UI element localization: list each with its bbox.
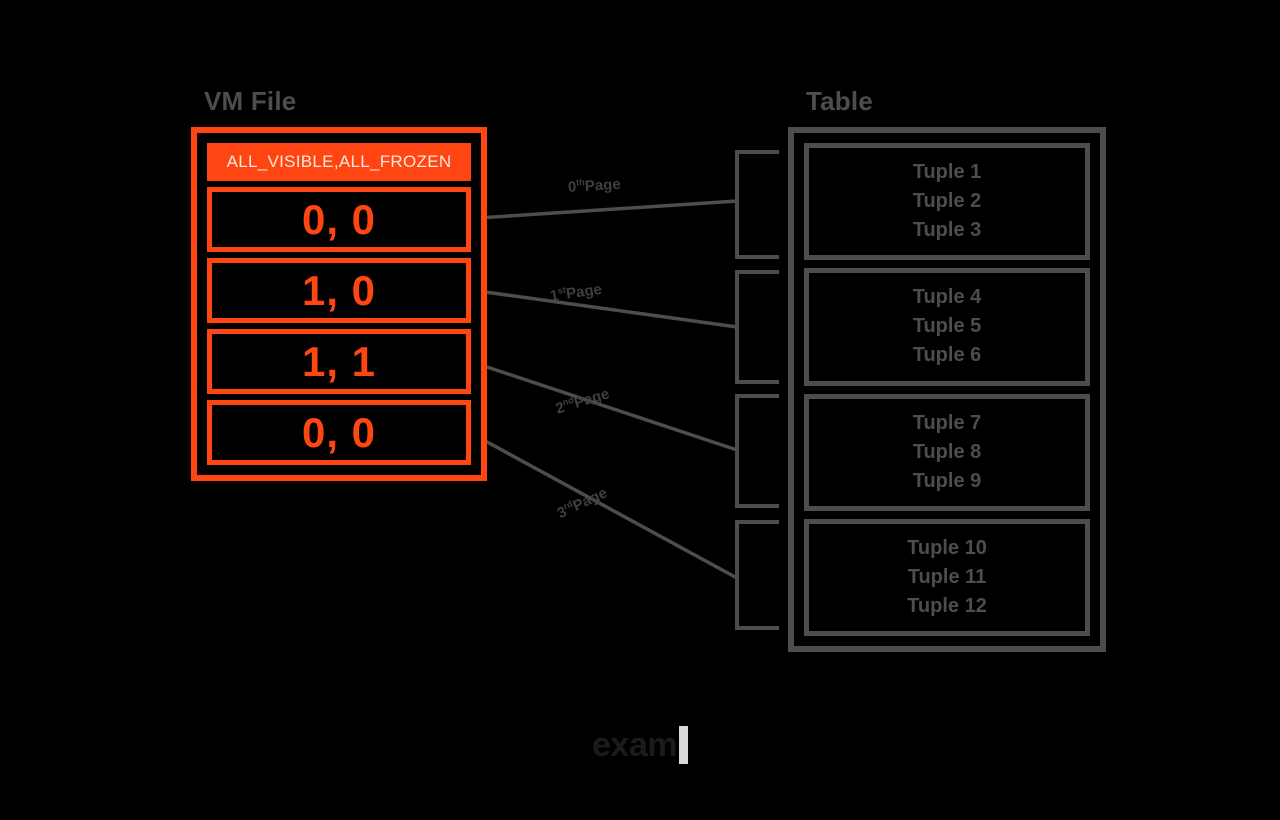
- page-label-3-word: Page: [570, 484, 611, 515]
- tuple-item: Tuple 3: [912, 219, 982, 242]
- page-label-2-word: Page: [572, 385, 612, 412]
- connector-line-2: [476, 360, 738, 452]
- brace-page-1: [735, 270, 779, 384]
- table-page-0: Tuple 1 Tuple 2 Tuple 3: [804, 143, 1090, 261]
- vm-file-inner: ALL_VISIBLE,ALL_FROZEN 0, 0 1, 0 1, 1 0,…: [207, 143, 471, 465]
- vm-row-0: 0, 0: [207, 187, 471, 252]
- tuple-item: Tuple 12: [907, 594, 987, 617]
- brace-page-3: [735, 520, 779, 630]
- connector-line-3: [476, 433, 738, 580]
- table-title: Table: [806, 86, 873, 116]
- vm-file-header: ALL_VISIBLE,ALL_FROZEN: [207, 143, 471, 181]
- brace-page-0: [735, 150, 779, 259]
- page-label-1: 1stPage: [549, 280, 603, 305]
- page-label-2: 2ndPage: [553, 384, 612, 417]
- connector-line-0: [477, 199, 738, 222]
- tuple-item: Tuple 1: [912, 161, 982, 184]
- page-label-3: 3rdPage: [554, 483, 610, 522]
- text-cursor: [678, 726, 688, 764]
- vm-file-title: VM File: [204, 86, 297, 116]
- vm-file-box: ALL_VISIBLE,ALL_FROZEN 0, 0 1, 0 1, 1 0,…: [191, 127, 487, 481]
- caption-text: exam: [592, 726, 677, 764]
- vm-row-2: 1, 1: [207, 329, 471, 394]
- page-label-0: 0thPage: [567, 175, 622, 196]
- table-page-2: Tuple 7 Tuple 8 Tuple 9: [804, 393, 1090, 511]
- tuple-item: Tuple 11: [907, 565, 987, 588]
- table-page-1: Tuple 4 Tuple 5 Tuple 6: [804, 268, 1090, 386]
- tuple-item: Tuple 10: [907, 536, 987, 559]
- tuple-item: Tuple 2: [912, 190, 982, 213]
- brace-page-2: [735, 394, 779, 508]
- vm-row-1: 1, 0: [207, 258, 471, 323]
- tuple-item: Tuple 9: [912, 469, 982, 492]
- tuple-item: Tuple 8: [912, 440, 982, 463]
- caption: exam: [0, 726, 1280, 765]
- tuple-item: Tuple 5: [912, 315, 982, 338]
- table-page-3: Tuple 10 Tuple 11 Tuple 12: [804, 518, 1090, 636]
- tuple-item: Tuple 7: [912, 411, 982, 434]
- page-label-0-word: Page: [584, 175, 622, 195]
- table-box: Tuple 1 Tuple 2 Tuple 3 Tuple 4 Tuple 5 …: [788, 127, 1106, 652]
- vm-row-3: 0, 0: [207, 400, 471, 465]
- page-label-1-word: Page: [565, 280, 603, 303]
- connector-line-1: [477, 287, 738, 329]
- tuple-item: Tuple 6: [912, 344, 982, 367]
- tuple-item: Tuple 4: [912, 286, 982, 309]
